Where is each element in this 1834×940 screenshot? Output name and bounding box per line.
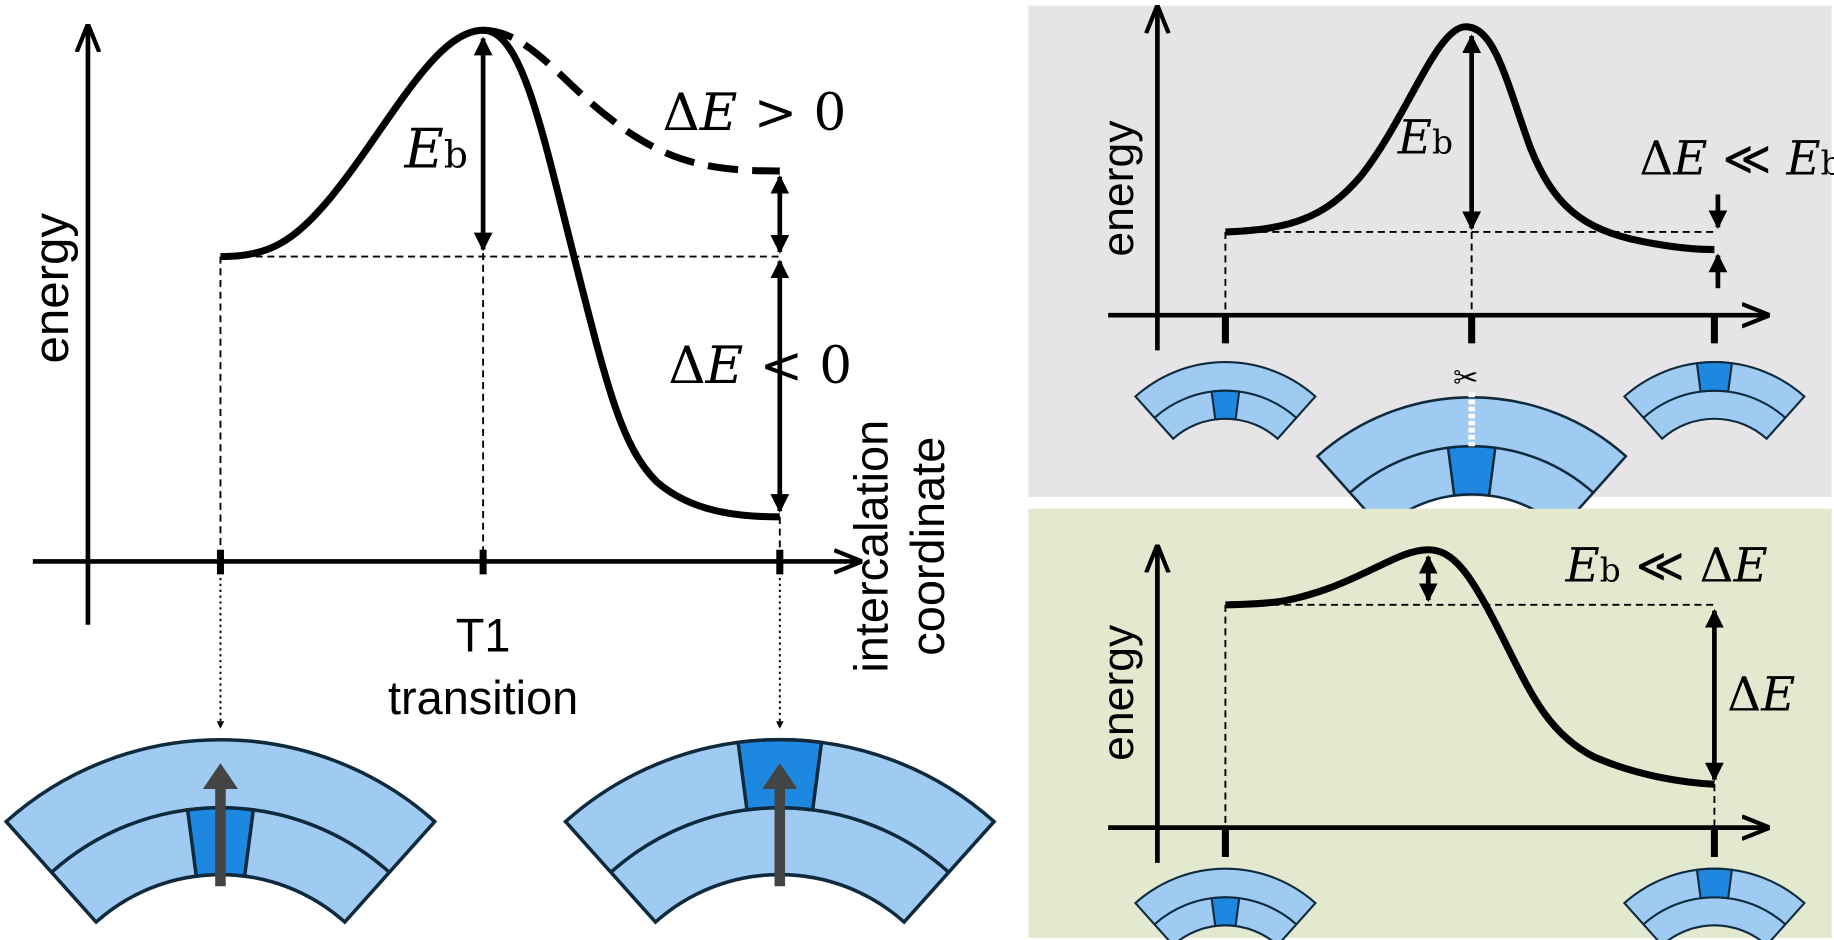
- dE-label: ΔE: [1727, 667, 1795, 722]
- tissue-sector: [1315, 392, 1628, 531]
- tissue-sector: [563, 737, 997, 925]
- dE-positive-label: ΔE > 0: [663, 83, 847, 143]
- movement-arrow-icon: [202, 763, 239, 789]
- x-axis-label-line2: coordinate: [902, 437, 954, 656]
- relation-label: ΔE ≪ Eb: [1639, 131, 1834, 186]
- tissue-sector: [1133, 867, 1317, 940]
- y-axis-label: energy: [24, 213, 79, 364]
- intercalating-cell: [1695, 361, 1734, 393]
- energy-curve: [1225, 546, 1715, 788]
- intercalating-cell: [1695, 867, 1734, 900]
- bottom-right-panel: Eb ≪ ΔE ΔE energy: [1028, 508, 1832, 940]
- energy-curve-negative: [220, 26, 780, 521]
- main-panel: Eb ΔE > 0 ΔE < 0 energy T1 transition in…: [3, 26, 997, 925]
- y-axis-label: energy: [1094, 120, 1143, 257]
- tissue-layers: [1622, 361, 1806, 441]
- tick-label-transition: transition: [388, 672, 578, 724]
- barrier-label: Eb: [404, 117, 468, 180]
- y-axis-label: energy: [1094, 624, 1143, 761]
- x-axis-label-line1: intercalation: [846, 420, 898, 673]
- scissors-icon: ✂: [1453, 361, 1479, 395]
- tissue-layers: [1622, 867, 1806, 940]
- energy-curve-positive: [482, 26, 780, 175]
- tick-label-t1: T1: [456, 610, 511, 662]
- energy-curve: [1225, 23, 1715, 254]
- tissue-sector: [1622, 867, 1806, 940]
- tissue-sector: [3, 737, 438, 925]
- movement-arrow-icon: [762, 763, 798, 789]
- intercalating-cell: [1210, 389, 1241, 421]
- intercalating-cell: [1446, 445, 1497, 497]
- intercalating-cell: [1210, 896, 1241, 928]
- top-right-panel: Eb ΔE ≪ Eb energy ✂: [1028, 6, 1834, 531]
- relation-label: Eb ≪ ΔE: [1564, 538, 1767, 593]
- tissue-sector: [1133, 361, 1317, 441]
- barrier-label: Eb: [1397, 110, 1453, 165]
- tissue-sector: [1622, 361, 1806, 441]
- dE-negative-label: ΔE < 0: [668, 336, 852, 396]
